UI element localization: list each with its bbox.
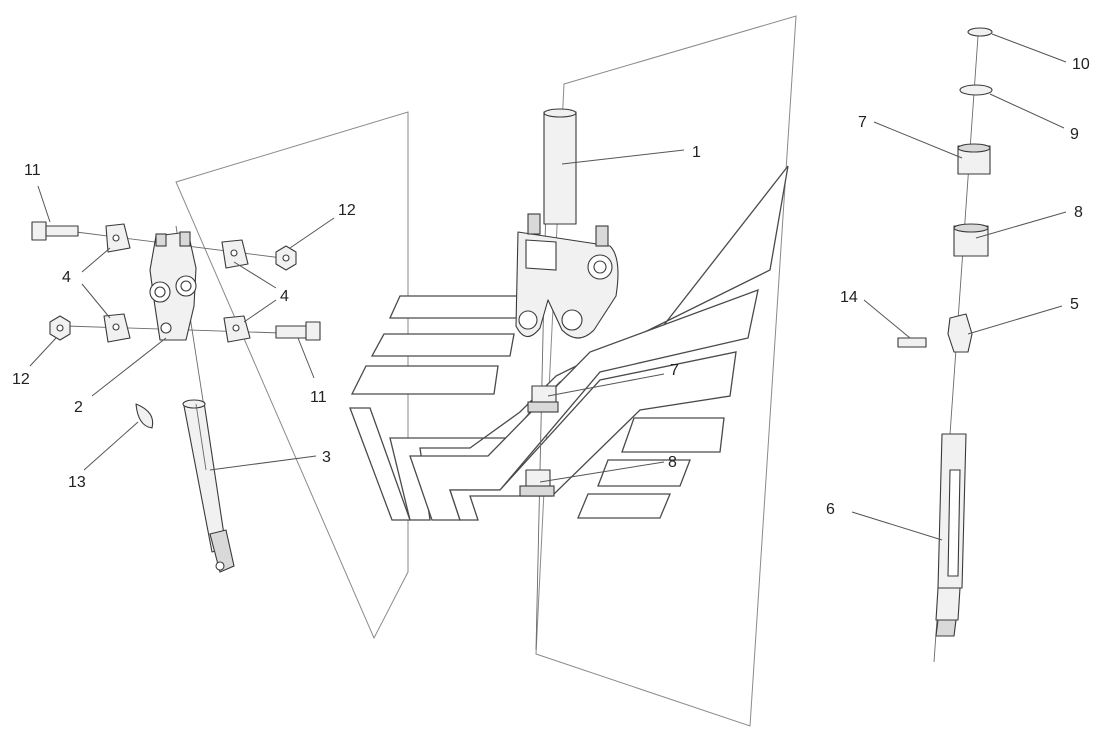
part-1-bracket [515, 108, 685, 651]
callout-13: 13 [68, 474, 86, 491]
callout-6: 6 [826, 501, 835, 518]
part-9-washer [959, 84, 1065, 129]
part-3-shaft [182, 399, 317, 573]
part-14-pin [863, 299, 927, 348]
callout-7-right: 7 [858, 114, 867, 131]
callout-2: 2 [74, 399, 83, 416]
part-8-bushing-center [519, 461, 665, 497]
part-4-bushing-blocks [81, 223, 277, 343]
part-8-bushing-right [953, 211, 1067, 257]
callout-11-left: 11 [24, 162, 41, 179]
part-10-washer [967, 27, 1067, 63]
callout-labels: 1 2 3 4 4 5 6 7 7 8 8 9 10 11 11 12 12 1… [12, 56, 1090, 518]
callout-14: 14 [840, 289, 858, 306]
part-11-bolts [31, 185, 321, 379]
callout-8-right: 8 [1074, 204, 1083, 221]
part-7-bushing-right [873, 121, 991, 175]
callout-7-center: 7 [670, 362, 679, 379]
callout-5: 5 [1070, 296, 1079, 313]
plane-left [175, 111, 409, 640]
part-6-shaft [851, 433, 967, 637]
part-5-clamp [947, 305, 1063, 353]
callout-11-right: 11 [310, 389, 327, 406]
manufacturer-logo [349, 165, 789, 521]
callout-4-upper-left: 4 [62, 269, 71, 286]
callout-10: 10 [1072, 56, 1090, 73]
part-12-nuts [29, 217, 335, 367]
callout-4-right: 4 [280, 288, 289, 305]
callout-1: 1 [692, 144, 701, 161]
part-7-bushing-center [527, 373, 665, 413]
callout-8-center: 8 [668, 454, 677, 471]
callout-3: 3 [322, 449, 331, 466]
callout-12-left: 12 [12, 371, 30, 388]
callout-9: 9 [1070, 126, 1079, 143]
part-2-universal-joint [65, 225, 313, 421]
part-13-woodruff-key [83, 403, 154, 471]
callout-12-right: 12 [338, 202, 356, 219]
